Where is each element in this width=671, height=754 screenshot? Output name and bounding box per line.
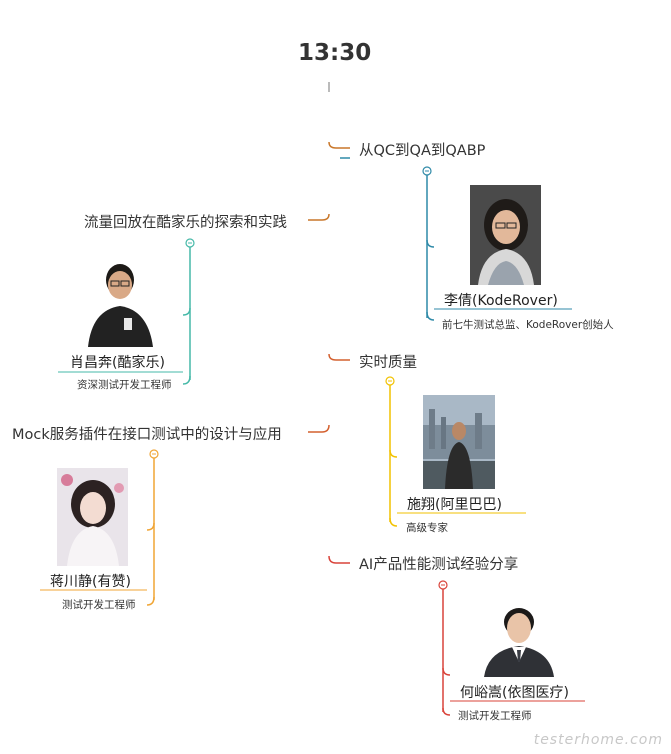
sub-branch-photo-1 <box>426 239 435 248</box>
speaker-name-1[interactable]: 李倩(KodeRover) <box>444 293 558 309</box>
avatar-icon <box>423 395 495 489</box>
avatar-icon <box>484 600 554 677</box>
sub-branch-photo-3 <box>389 449 398 458</box>
topic-4-title[interactable]: Mock服务插件在接口测试中的设计与应用 <box>12 427 282 443</box>
speaker-role-3[interactable]: 高级专家 <box>406 522 448 534</box>
sub-branch-role-1 <box>426 311 435 321</box>
topic-3-title[interactable]: 实时质量 <box>359 355 417 371</box>
speaker-role-5[interactable]: 测试开发工程师 <box>458 710 532 722</box>
root-time[interactable]: 13:30 <box>298 40 372 66</box>
branch-topic-3 <box>328 353 350 361</box>
topic-5-title[interactable]: AI产品性能测试经验分享 <box>359 557 519 573</box>
speaker-photo-1 <box>470 185 541 285</box>
sub-branch-photo-2 <box>182 307 191 316</box>
speaker-name-3[interactable]: 施翔(阿里巴巴) <box>407 497 502 513</box>
avatar-icon <box>57 468 128 566</box>
speaker-photo-4 <box>57 468 128 566</box>
speaker-role-4[interactable]: 测试开发工程师 <box>62 599 136 611</box>
sub-branch-photo-5 <box>442 667 451 676</box>
speaker-role-2[interactable]: 资深测试开发工程师 <box>77 379 172 391</box>
avatar-icon <box>470 185 541 285</box>
branch-topic-4 <box>308 424 330 433</box>
sub-branch-role-5 <box>442 707 451 716</box>
topic-2-title[interactable]: 流量回放在酷家乐的探索和实践 <box>84 215 287 231</box>
sub-branch-role-3 <box>389 517 398 527</box>
watermark: testerhome.com <box>533 732 663 748</box>
speaker-name-5[interactable]: 何峪嵩(依图医疗) <box>460 685 569 701</box>
speaker-name-2[interactable]: 肖昌奔(酷家乐) <box>70 355 165 371</box>
speaker-name-4[interactable]: 蒋川静(有赞) <box>50 574 131 590</box>
avatar-icon <box>84 258 157 347</box>
sub-branch-photo-4 <box>146 522 155 531</box>
topic-1-title[interactable]: 从QC到QA到QABP <box>359 143 486 159</box>
speaker-photo-2 <box>84 258 157 347</box>
speaker-photo-3 <box>423 395 495 489</box>
sub-branch-role-2 <box>182 375 191 385</box>
speaker-photo-5 <box>484 600 554 677</box>
speaker-role-1[interactable]: 前七牛测试总监、KodeRover创始人 <box>442 319 614 331</box>
branch-topic-1 <box>328 141 350 149</box>
branch-topic-2 <box>308 213 330 221</box>
sub-branch-role-4 <box>146 596 155 606</box>
branch-topic-5 <box>328 555 350 564</box>
